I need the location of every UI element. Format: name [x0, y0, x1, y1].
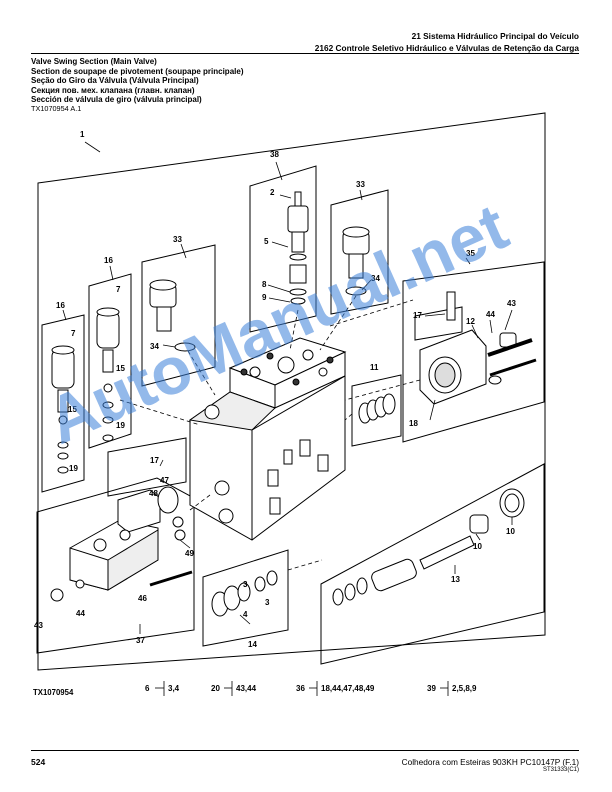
title-ru: Секция пов. мех. клапана (главн. клапан) — [31, 85, 195, 95]
callout-33-left: 33 — [173, 235, 182, 244]
callout-34-left: 34 — [150, 342, 159, 351]
callout-34-right: 34 — [371, 274, 380, 283]
legend: 6 3,4 20 43,44 36 18,44,47,48,49 39 2,5,… — [145, 681, 477, 696]
callout-2: 2 — [270, 188, 275, 197]
callout-43-upper: 43 — [507, 299, 516, 308]
frame-group-17-upper — [414, 306, 463, 341]
callout-leaders — [62, 141, 513, 634]
svg-text:2,5,8,9: 2,5,8,9 — [452, 684, 477, 693]
callout-16-small: 16 — [104, 256, 113, 265]
frame-group-11 — [351, 374, 402, 447]
callout-43-lower: 43 — [34, 621, 43, 630]
callout-17-upper: 17 — [413, 311, 422, 320]
relief-cap-33-left — [149, 279, 196, 352]
relief-cap-33-right — [342, 226, 370, 296]
svg-text:36: 36 — [296, 684, 305, 693]
callout-15-large: 15 — [68, 405, 77, 414]
frame-group-13 — [320, 463, 545, 665]
callout-7-small: 7 — [116, 285, 121, 294]
watermark: AutoManual.net — [60, 189, 518, 458]
valve-block-37 — [50, 486, 193, 602]
callout-44-upper: 44 — [486, 310, 495, 319]
frame-group-14 — [202, 549, 289, 647]
frame-group-33-right — [330, 189, 389, 315]
frame-group-17-lower — [107, 437, 187, 497]
callout-7-large: 7 — [71, 329, 76, 338]
title-fr: Section de soupape de pivotement (soupap… — [31, 66, 244, 76]
frame-group-33-left — [141, 244, 216, 387]
title-en: Valve Swing Section (Main Valve) — [31, 57, 157, 66]
callout-19-small: 19 — [116, 421, 125, 430]
legend-item-39: 39 2,5,8,9 — [427, 681, 477, 696]
svg-text:39: 39 — [427, 684, 436, 693]
callout-4: 4 — [243, 610, 248, 619]
solenoid-valve-large — [51, 345, 75, 474]
svg-text:20: 20 — [211, 684, 220, 693]
callout-18: 18 — [409, 419, 418, 428]
callout-12: 12 — [466, 317, 475, 326]
callout-17-lower: 17 — [150, 456, 159, 465]
check-valve-parts-14 — [211, 570, 278, 617]
callout-10-right: 10 — [506, 527, 515, 536]
legend-item-36: 36 18,44,47,48,49 — [296, 681, 375, 696]
callout-10-left: 10 — [473, 542, 482, 551]
callout-35: 35 — [466, 249, 475, 258]
callout-9: 9 — [262, 293, 267, 302]
callout-8: 8 — [262, 280, 267, 289]
svg-text:3,4: 3,4 — [168, 684, 180, 693]
callout-3-upper: 3 — [243, 580, 248, 589]
title-es: Sección de válvula de giro (válvula prin… — [31, 95, 202, 105]
callout-19-large: 19 — [69, 464, 78, 473]
callout-15-small: 15 — [116, 364, 125, 373]
figure-ref-bottom: TX1070954 — [33, 688, 74, 697]
frame-group-16-small — [88, 273, 132, 449]
callout-5: 5 — [264, 237, 269, 246]
frame-group-37 — [36, 477, 195, 654]
callout-labels: 1 38 33 33 16 16 2 5 8 9 34 34 7 7 15 15… — [34, 130, 516, 649]
header-rule — [31, 53, 579, 54]
svg-text:6: 6 — [145, 684, 150, 693]
page-number: 524 — [31, 757, 46, 767]
frame-group-35 — [402, 261, 545, 443]
callout-49: 49 — [185, 549, 194, 558]
callout-14: 14 — [248, 640, 257, 649]
pressure-sensor-38 — [287, 191, 309, 305]
legend-item-20: 20 43,44 — [211, 681, 257, 696]
callout-16-large: 16 — [56, 301, 65, 310]
callout-46: 46 — [138, 594, 147, 603]
frame-assembly-1 — [37, 112, 546, 671]
header-subsection-title: 2162 Controle Seletivo Hidráulico e Válv… — [314, 43, 579, 53]
callout-37: 37 — [136, 636, 145, 645]
watermark-text: AutoManual.net — [60, 189, 518, 458]
callout-47: 47 — [160, 476, 169, 485]
callout-38: 38 — [270, 150, 279, 159]
callout-11: 11 — [370, 363, 379, 372]
main-valve-body — [188, 337, 347, 541]
spool-11 — [358, 393, 396, 424]
footer-code: ST31333(C1) — [542, 767, 579, 773]
figure-ref-top: TX1070954 A.1 — [31, 104, 82, 113]
svg-text:18,44,47,48,49: 18,44,47,48,49 — [321, 684, 375, 693]
dashed-leaders — [119, 295, 421, 571]
svg-text:43,44: 43,44 — [236, 684, 257, 693]
callout-3-lower: 3 — [265, 598, 270, 607]
frame-group-16-large — [41, 314, 85, 493]
solenoid-valve-small — [96, 307, 120, 442]
footer-rule — [31, 750, 579, 751]
callout-48: 48 — [149, 489, 158, 498]
frame-group-38 — [249, 165, 317, 333]
callout-1: 1 — [80, 130, 85, 139]
title-pt: Seção do Giro da Válvula (Válvula Princi… — [31, 76, 199, 86]
callout-33-right: 33 — [356, 180, 365, 189]
spool-assembly-13 — [332, 488, 525, 606]
valve-cover-housing — [419, 291, 537, 405]
callout-44-lower: 44 — [76, 609, 85, 618]
legend-item-6: 6 3,4 — [145, 681, 180, 696]
header-section-title: 21 Sistema Hidráulico Principal do Veícu… — [411, 31, 579, 41]
callout-13: 13 — [451, 575, 460, 584]
footer-text: Colhedora com Esteiras 903KH PC10147P (F… — [401, 757, 579, 767]
